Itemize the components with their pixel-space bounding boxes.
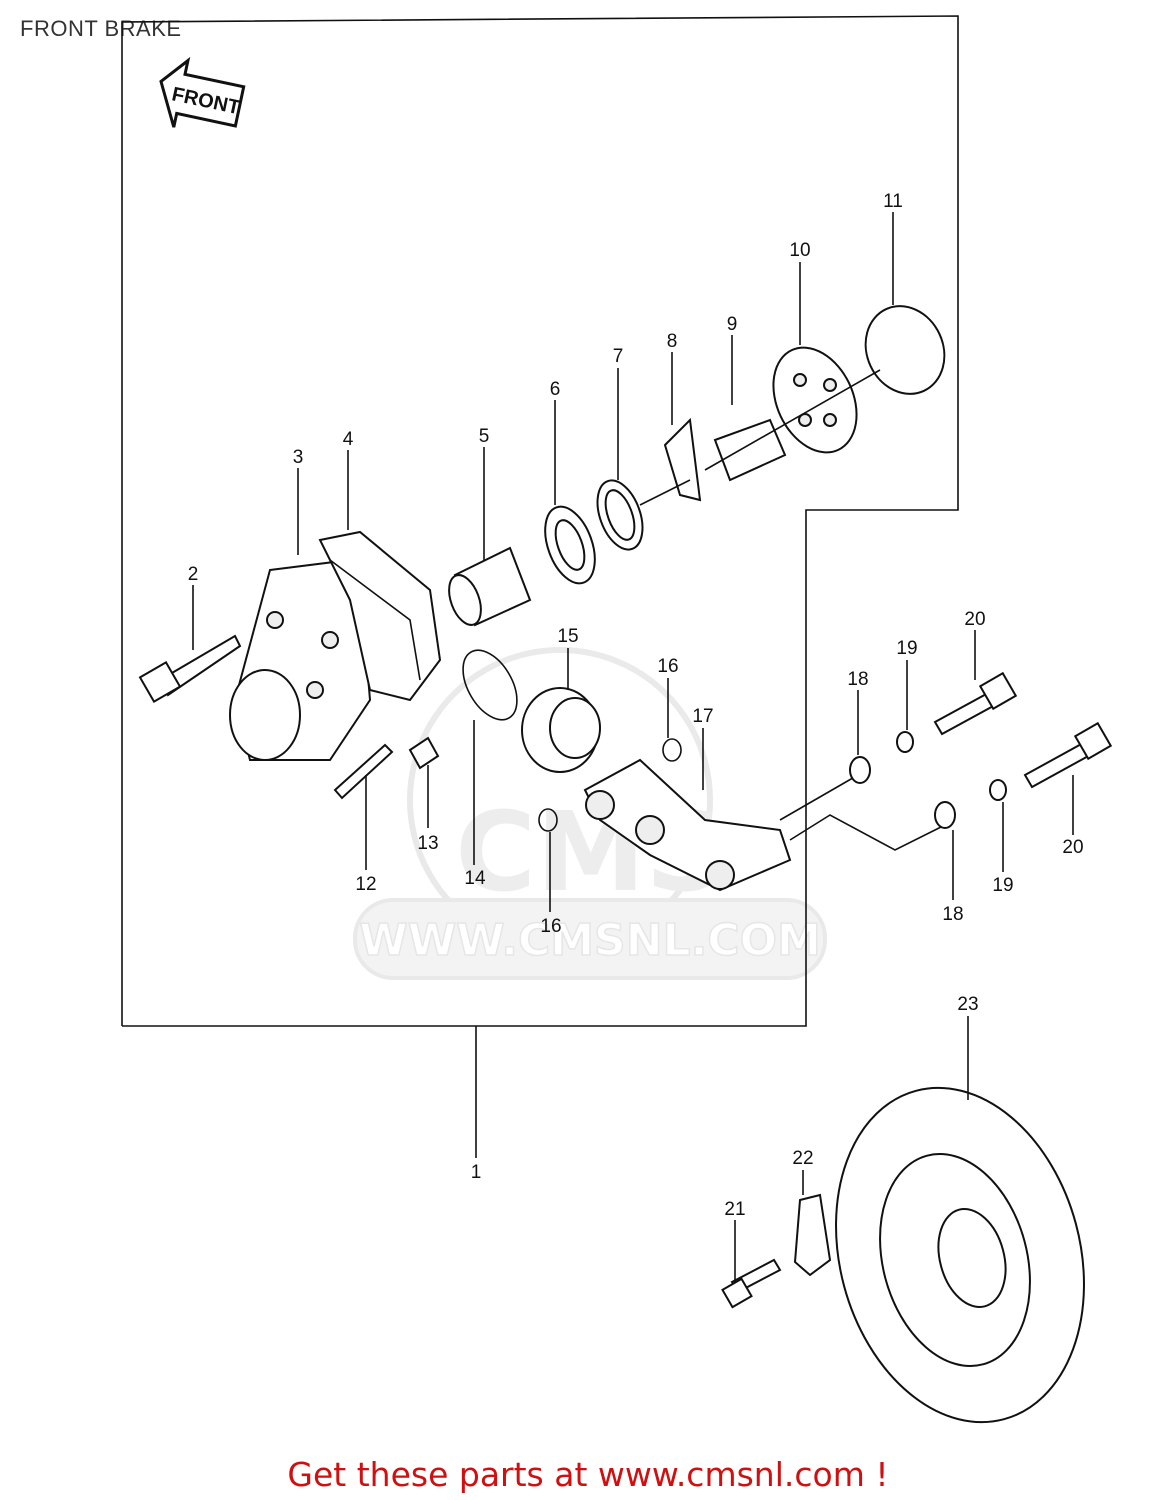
brake-pad-outer — [772, 346, 858, 454]
lock-washer-lower — [989, 779, 1007, 801]
washer-upper — [849, 756, 871, 784]
washer-lower — [934, 801, 956, 829]
bleeder-cap — [408, 736, 440, 770]
watermark-url: WWW.CMSNL.COM — [359, 915, 821, 966]
callout-19-upper: 19 — [896, 638, 917, 659]
callout-8: 8 — [667, 331, 678, 352]
leader-lines — [192, 212, 1074, 1283]
lock-plate — [793, 1193, 832, 1277]
callout-23: 23 — [957, 994, 978, 1015]
callout-18-lower: 18 — [942, 904, 963, 925]
callout-9: 9 — [727, 314, 738, 335]
callout-3: 3 — [293, 447, 304, 468]
callout-13: 13 — [417, 833, 438, 854]
callout-5: 5 — [479, 426, 490, 447]
pad-spring — [713, 418, 787, 482]
callout-20-lower: 20 — [1062, 837, 1083, 858]
callout-2: 2 — [188, 564, 199, 585]
brake-disc — [835, 1086, 1085, 1424]
o-ring-lower — [538, 808, 558, 832]
front-arrow: FRONT — [159, 56, 246, 128]
callout-4: 4 — [343, 429, 354, 450]
piston-boot — [521, 687, 601, 773]
page-title: FRONT BRAKE — [20, 16, 182, 41]
caliper-holder — [583, 758, 792, 892]
piston — [448, 546, 532, 627]
watermark: CMS WWW.CMSNL.COM — [353, 647, 827, 980]
callout-10: 10 — [789, 240, 810, 261]
callout-7: 7 — [613, 346, 624, 367]
callout-16-lower: 16 — [540, 916, 561, 937]
footer-parts-link[interactable]: Get these parts at www.cmsnl.com ! — [287, 1455, 889, 1494]
o-ring-upper — [662, 738, 682, 762]
callout-18-upper: 18 — [847, 669, 868, 690]
pad-lining — [864, 305, 946, 395]
callout-21: 21 — [724, 1199, 745, 1220]
callout-numbers: 1 2 3 4 5 6 7 8 9 10 11 12 13 14 15 16 1… — [188, 191, 1084, 1220]
callout-11: 11 — [883, 191, 903, 212]
callout-1: 1 — [471, 1162, 482, 1183]
brake-pad-inner — [318, 530, 442, 702]
callout-19-lower: 19 — [992, 875, 1013, 896]
retaining-ring — [462, 649, 518, 721]
bleeder-valve — [333, 743, 394, 800]
callout-17: 17 — [692, 706, 713, 727]
caliper-bolt — [138, 634, 242, 703]
caliper-body — [229, 558, 372, 761]
callout-16-upper: 16 — [657, 656, 678, 677]
pad-shim — [663, 417, 702, 502]
callout-20-upper: 20 — [964, 609, 985, 630]
callout-12: 12 — [355, 874, 376, 895]
callout-14: 14 — [464, 868, 486, 889]
callout-6: 6 — [550, 379, 561, 400]
callout-22: 22 — [792, 1148, 813, 1169]
assembly-boundary — [121, 15, 959, 1027]
lock-washer-upper — [896, 731, 914, 753]
callout-15: 15 — [557, 626, 578, 647]
